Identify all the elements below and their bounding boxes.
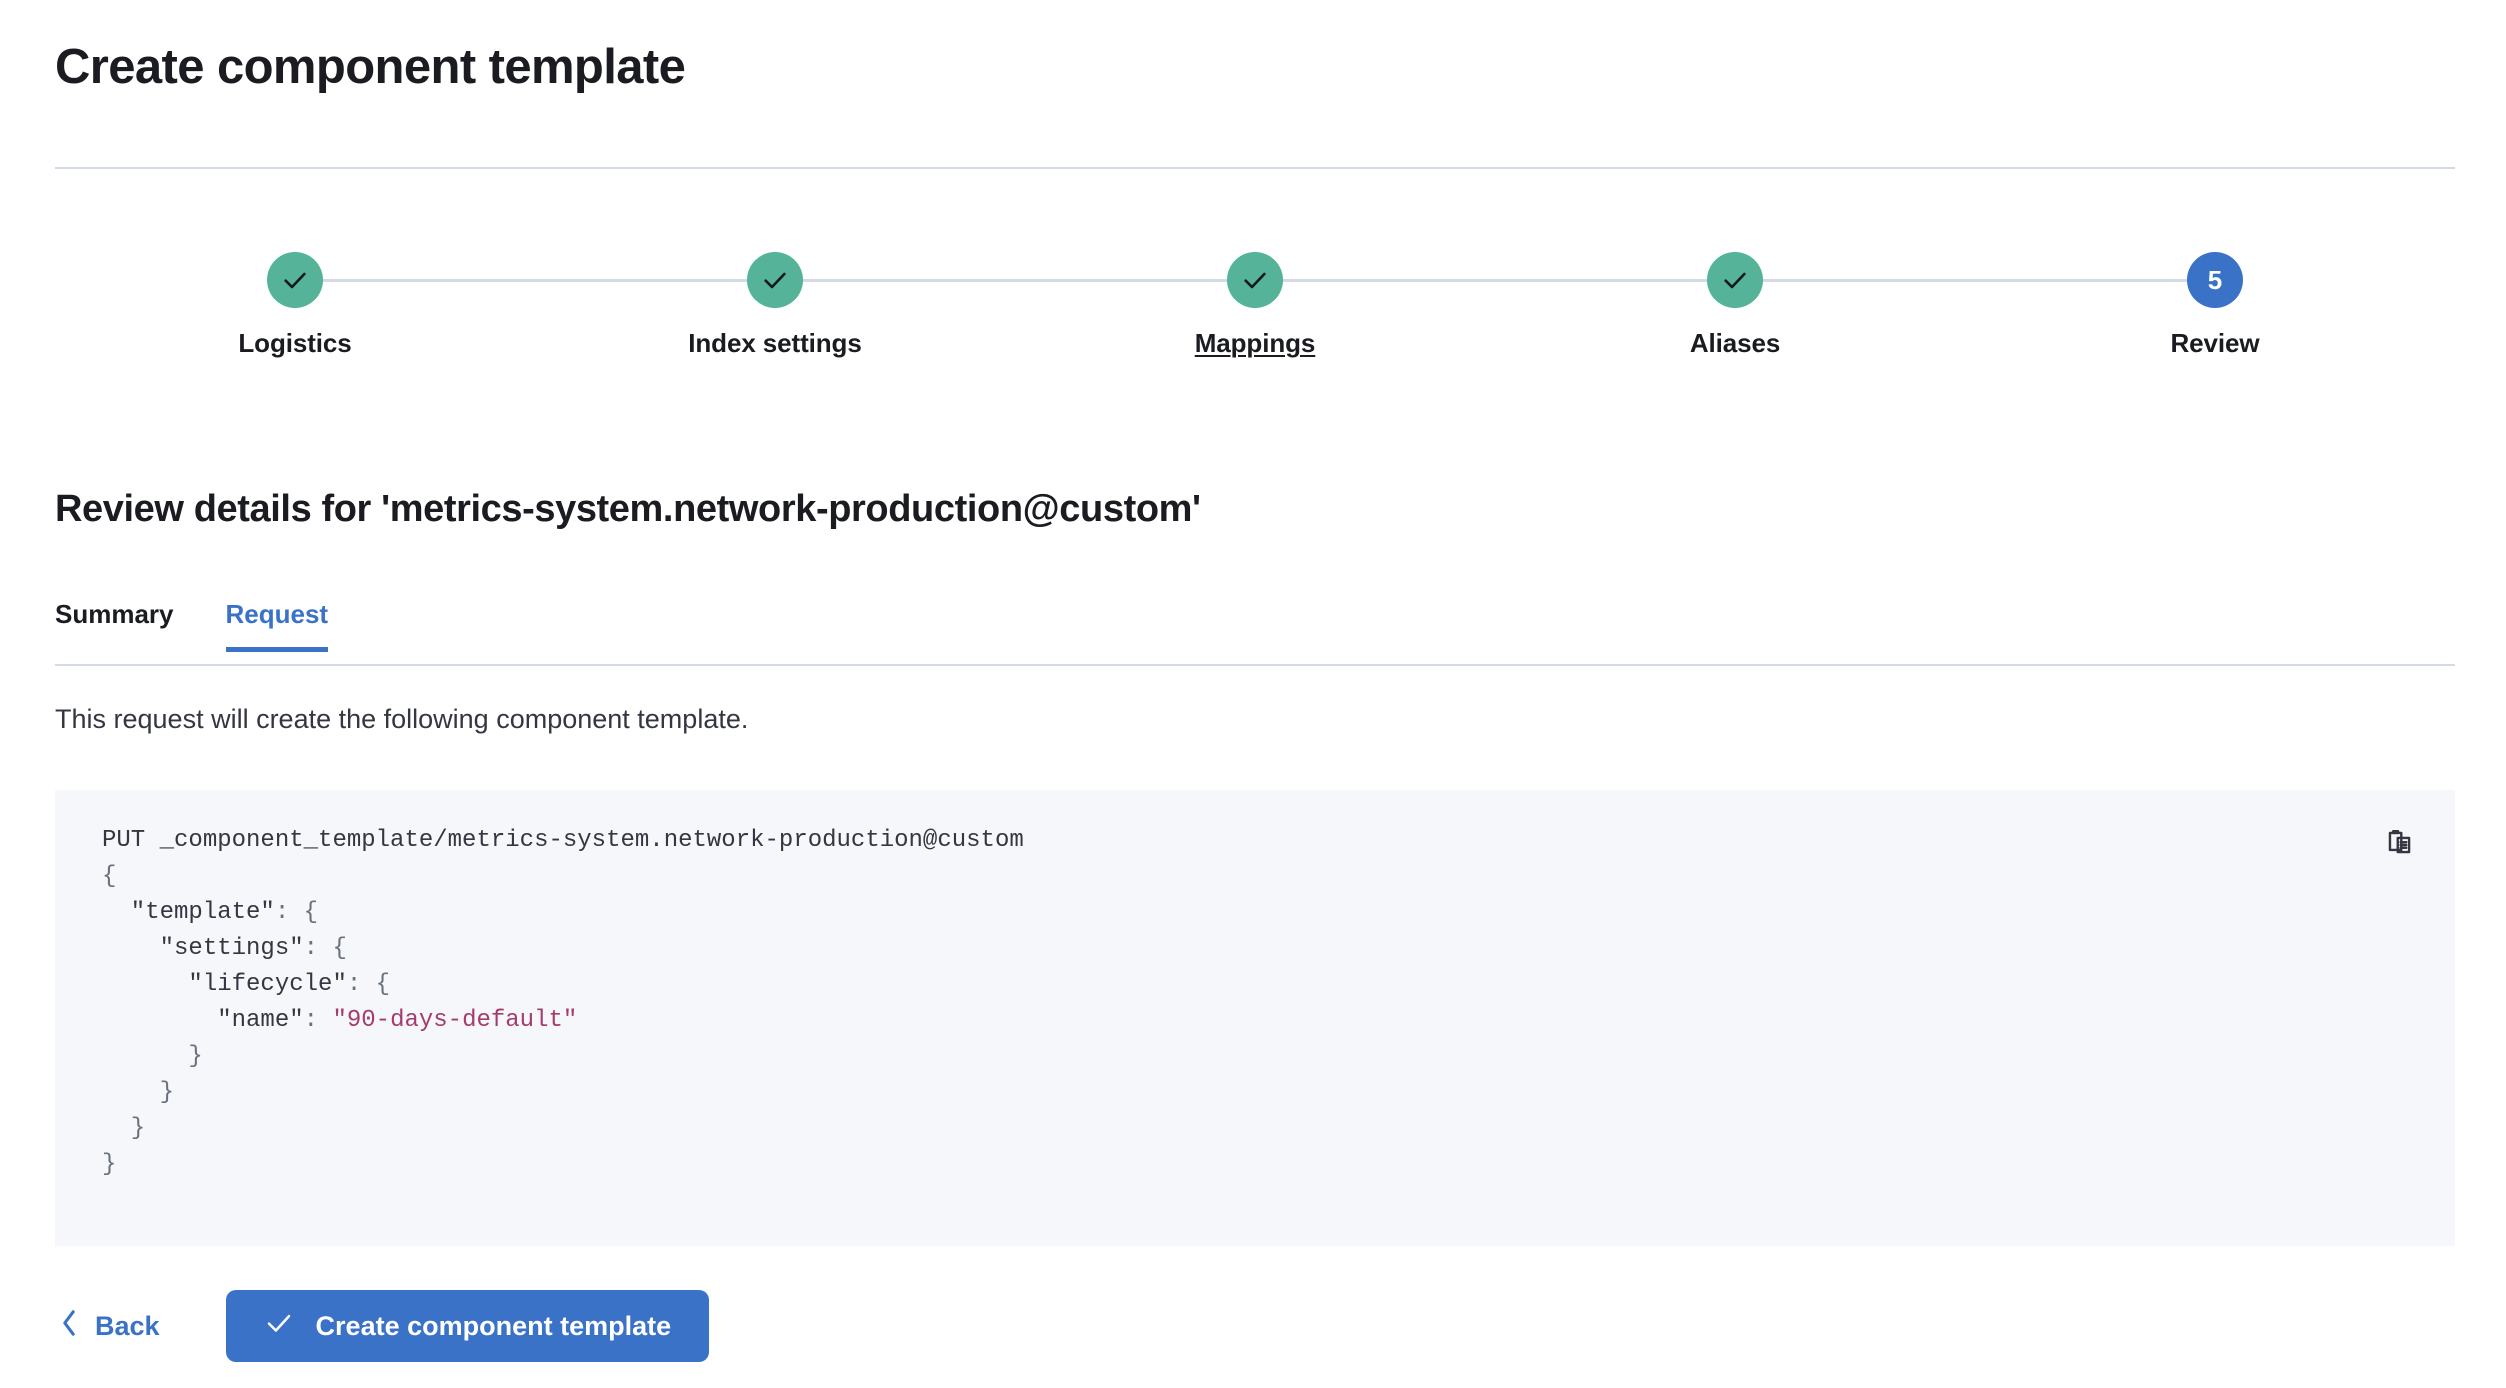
code-token-key: "lifecycle"	[102, 971, 347, 998]
stepper-connector	[1735, 279, 2215, 282]
stepper-step-index-settings[interactable]: Index settings	[615, 252, 935, 359]
code-token-key: "name"	[102, 1007, 304, 1034]
code-line: {	[102, 859, 1024, 895]
create-component-template-button[interactable]: Create component template	[225, 1290, 710, 1362]
stepper-connector	[775, 279, 1255, 282]
page-title: Create component template	[55, 40, 686, 94]
review-tabs: Summary Request	[55, 598, 2455, 666]
tab-summary[interactable]: Summary	[55, 598, 174, 650]
code-line: PUT _component_template/metrics-system.n…	[102, 823, 1024, 859]
code-line: "lifecycle": {	[102, 967, 1024, 1003]
back-button-label: Back	[95, 1310, 160, 1341]
check-icon	[1227, 252, 1283, 308]
request-code: PUT _component_template/metrics-system.n…	[102, 823, 1024, 1183]
stepper-step-label: Mappings	[1194, 328, 1316, 358]
code-token-punct: }	[102, 1079, 175, 1106]
stepper-step-aliases[interactable]: Aliases	[1575, 252, 1895, 359]
code-token-punct: : {	[274, 899, 319, 926]
stepper-connector	[295, 279, 775, 282]
copy-clipboard-icon[interactable]	[2379, 822, 2425, 868]
header-divider	[55, 167, 2455, 169]
code-token-punct: {	[102, 863, 117, 890]
stepper-step-label: Index settings	[688, 328, 862, 358]
code-token-plain: PUT _component_template/metrics-system.n…	[102, 827, 1024, 854]
code-token-punct: }	[102, 1151, 117, 1178]
stepper-step-label: Review	[2170, 328, 2260, 358]
create-component-template-button-label: Create component template	[315, 1310, 672, 1341]
review-heading: Review details for 'metrics-system.netwo…	[55, 488, 1201, 530]
code-token-punct: : {	[346, 971, 391, 998]
check-icon	[747, 252, 803, 308]
code-line: }	[102, 1147, 1024, 1183]
request-code-panel: PUT _component_template/metrics-system.n…	[55, 790, 2455, 1246]
code-token-punct: }	[102, 1115, 146, 1142]
stepper-connector	[1255, 279, 1735, 282]
code-token-punct: :	[303, 1007, 333, 1034]
stepper-step-mappings[interactable]: Mappings	[1095, 252, 1415, 359]
chevron-left-icon	[59, 1309, 79, 1344]
request-description: This request will create the following c…	[55, 704, 749, 734]
code-line: "name": "90-days-default"	[102, 1003, 1024, 1039]
stepper-step-logistics[interactable]: Logistics	[135, 252, 455, 359]
code-token-key: "settings"	[102, 935, 304, 962]
code-token-key: "template"	[102, 899, 275, 926]
code-line: "settings": {	[102, 931, 1024, 967]
stepper-step-label: Aliases	[1689, 328, 1781, 358]
code-line: }	[102, 1075, 1024, 1111]
check-icon	[264, 1308, 294, 1345]
check-icon	[1707, 252, 1763, 308]
code-token-punct: }	[102, 1043, 203, 1070]
check-icon	[267, 252, 323, 308]
code-line: }	[102, 1111, 1024, 1147]
tab-request[interactable]: Request	[225, 598, 328, 652]
code-line: }	[102, 1039, 1024, 1075]
stepper-step-label: Logistics	[238, 328, 352, 358]
code-line: "template": {	[102, 895, 1024, 931]
step-number-badge: 5	[2187, 252, 2243, 308]
step-number: 5	[2207, 265, 2223, 295]
code-token-str: "90-days-default"	[332, 1007, 578, 1034]
wizard-footer: Back Create component template	[55, 1290, 710, 1362]
back-button[interactable]: Back	[55, 1299, 164, 1354]
code-token-punct: : {	[303, 935, 347, 962]
